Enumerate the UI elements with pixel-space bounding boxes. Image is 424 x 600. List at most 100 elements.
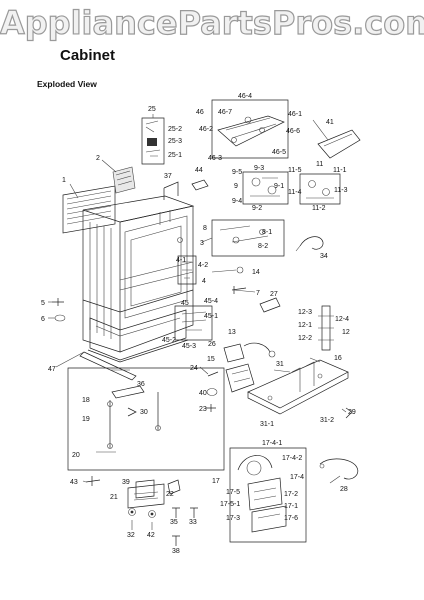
- callout-labels: 25 25-2 25-3 25-1 46-4 46 46-7 46-1 46-2…: [41, 93, 356, 555]
- part-11-assembly: [299, 173, 341, 205]
- callout-8-2: 8-2: [258, 243, 268, 250]
- callout-46-4: 46-4: [238, 93, 252, 100]
- callout-31: 31: [276, 361, 284, 368]
- callout-45: 45: [181, 300, 189, 307]
- callout-9-5: 9-5: [232, 169, 242, 176]
- callout-2: 2: [96, 155, 100, 162]
- leader-lines: [48, 114, 347, 530]
- callout-17: 17: [212, 478, 220, 485]
- callout-8: 8: [203, 225, 207, 232]
- callout-14: 14: [252, 269, 260, 276]
- lower-group-frame: [67, 367, 225, 471]
- callout-15: 15: [207, 356, 215, 363]
- callout-11-2: 11-2: [312, 205, 326, 212]
- callout-24: 24: [190, 365, 198, 372]
- lower-box-parts: [96, 385, 161, 453]
- callout-17-1: 17-1: [284, 503, 298, 510]
- callout-45-1: 45-1: [204, 313, 218, 320]
- callout-46-2: 46-2: [199, 126, 213, 133]
- callout-4: 4: [202, 278, 206, 285]
- callout-26: 26: [208, 341, 216, 348]
- callout-46-3: 46-3: [208, 155, 222, 162]
- callout-8-1: 8-1: [262, 229, 272, 236]
- callout-44: 44: [195, 167, 203, 174]
- callout-9-1: 9-1: [274, 183, 284, 190]
- part-17-assembly: [229, 447, 307, 543]
- parts-5-6: [52, 298, 66, 322]
- callout-46: 46: [196, 109, 204, 116]
- callout-46-7: 46-7: [218, 109, 232, 116]
- callout-35: 35: [170, 519, 178, 526]
- bracket-41: [317, 129, 361, 159]
- top-cover-46: [211, 99, 289, 159]
- callout-46-1: 46-1: [288, 111, 302, 118]
- callout-46-5: 46-5: [272, 149, 286, 156]
- callout-18: 18: [82, 397, 90, 404]
- lower-small-parts: [85, 476, 181, 509]
- diagram-subtitle: Exploded View: [37, 79, 97, 89]
- callout-41: 41: [326, 119, 334, 126]
- callout-42: 42: [147, 532, 155, 539]
- callout-23: 23: [199, 406, 207, 413]
- callout-22: 22: [166, 491, 174, 498]
- part-45-assembly: [174, 305, 213, 341]
- callout-9-2: 9-2: [252, 205, 262, 212]
- callout-34: 34: [320, 253, 328, 260]
- callout-1: 1: [62, 177, 66, 184]
- callout-31-1: 31-1: [260, 421, 274, 428]
- part-9-assembly: [242, 171, 289, 205]
- callout-12: 12: [342, 329, 350, 336]
- part-25-assembly: [141, 117, 165, 165]
- callout-3: 3: [200, 240, 204, 247]
- cabinet-body: [82, 195, 195, 363]
- callout-17-6: 17-6: [284, 515, 298, 522]
- callout-5: 5: [41, 300, 45, 307]
- callout-11-1: 11-1: [333, 167, 347, 174]
- callout-31-2: 31-2: [320, 417, 334, 424]
- callout-28: 28: [340, 486, 348, 493]
- callout-36: 36: [137, 381, 145, 388]
- motor-parts: [207, 342, 276, 393]
- wire-harness-28: [319, 458, 359, 480]
- callout-47: 47: [48, 366, 56, 373]
- callout-12-1: 12-1: [298, 322, 312, 329]
- base-plate-31: [247, 359, 349, 415]
- part-12-assembly: [318, 305, 334, 351]
- callout-43: 43: [70, 479, 78, 486]
- site-watermark: AppliancePartsPros.com: [0, 3, 424, 42]
- callout-45-3: 45-3: [182, 343, 196, 350]
- callout-19: 19: [82, 416, 90, 423]
- callout-21: 21: [110, 494, 118, 501]
- part-27: [259, 297, 281, 313]
- callout-17-3: 17-3: [226, 515, 240, 522]
- callout-12-3: 12-3: [298, 309, 312, 316]
- callout-17-2: 17-2: [284, 491, 298, 498]
- rating-label: [112, 166, 136, 194]
- callout-17-4-2: 17-4-2: [282, 455, 302, 462]
- callout-17-4: 17-4: [290, 474, 304, 481]
- callout-11-5: 11-5: [288, 167, 302, 174]
- callout-29: 29: [348, 409, 356, 416]
- callout-25-2: 25-2: [168, 126, 182, 133]
- callout-11-4: 11-4: [288, 189, 302, 196]
- callout-17-5: 17-5: [226, 489, 240, 496]
- part-4-assembly: [177, 255, 197, 285]
- callout-20: 20: [72, 452, 80, 459]
- fasteners: [128, 507, 198, 546]
- callout-12-4: 12-4: [335, 316, 349, 323]
- callout-9-4: 9-4: [232, 198, 242, 205]
- side-panel: [62, 185, 116, 234]
- bottom-strip-47: [79, 351, 137, 381]
- parts-40-23-29: [206, 388, 353, 419]
- callout-6: 6: [41, 316, 45, 323]
- callout-17-5-1: 17-5-1: [220, 501, 240, 508]
- page-title: Cabinet: [60, 47, 116, 64]
- callout-46-6: 46-6: [286, 128, 300, 135]
- callout-25-3: 25-3: [168, 138, 182, 145]
- parts-37-44: [163, 179, 209, 200]
- callout-30: 30: [140, 409, 148, 416]
- callout-37: 37: [164, 173, 172, 180]
- callout-11: 11: [316, 161, 323, 168]
- callout-13: 13: [228, 329, 236, 336]
